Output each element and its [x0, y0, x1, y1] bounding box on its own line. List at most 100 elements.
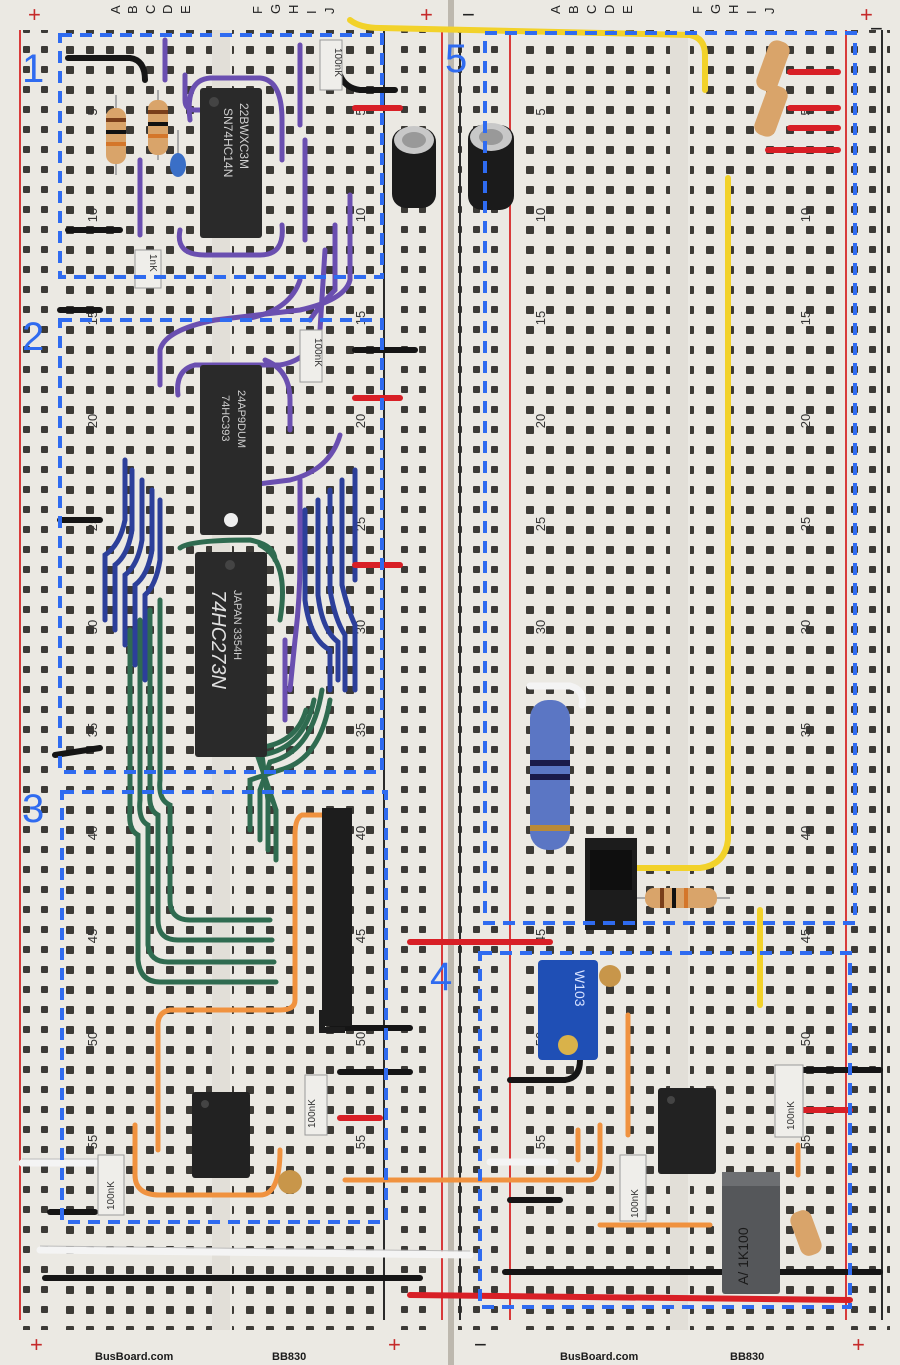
left-col-letter-f: F [250, 6, 265, 14]
resistor-1 [106, 95, 126, 175]
left-row-number-10-b: 10 [353, 208, 368, 222]
left-rail-plus-top-inner: + [420, 2, 433, 27]
left-row-number-35-b: 35 [353, 723, 368, 737]
transformer: A/ 1K100 [722, 1172, 780, 1294]
right-power-rail-left [458, 30, 511, 1330]
ic-8pin-right-dot [667, 1096, 675, 1104]
right-row-number-25-b: 25 [798, 517, 813, 531]
svg-text:1nK: 1nK [147, 254, 158, 272]
crystal-right [599, 965, 621, 987]
left-rail-plus-bottom: + [30, 1332, 43, 1357]
right-col-letter-d: D [602, 5, 617, 14]
resistor-5 [630, 888, 730, 908]
left-col-letter-e: E [178, 5, 193, 14]
left-row-number-45-a: 45 [85, 929, 100, 943]
right-col-letter-a: A [548, 5, 563, 14]
pin-header [322, 808, 352, 1026]
right-row-number-5-a: 5 [533, 108, 548, 115]
cap-100nk-6: 100nK [774, 1064, 804, 1138]
svg-text:100nK: 100nK [786, 1101, 797, 1130]
pin-header-foot [319, 1010, 345, 1033]
electrolytic-cap-left [392, 126, 436, 208]
annotation-boxes [58, 31, 857, 1309]
svg-text:100nK: 100nK [332, 48, 343, 77]
ic-8pin-left-dot [201, 1100, 209, 1108]
section-label-3: 3 [22, 787, 44, 831]
left-row-number-10-a: 10 [85, 208, 100, 222]
svg-text:W103: W103 [572, 970, 588, 1007]
cap-100nk-1: 100nK [319, 39, 343, 91]
blue-wires-left [102, 457, 163, 683]
section-label-2: 2 [22, 315, 44, 359]
right-brand-label: BusBoard.com [560, 1351, 638, 1363]
ic-u2: 24AP9DUM 74HC393 [200, 365, 262, 535]
cap-1nk: 1nK [134, 249, 162, 289]
electrolytic-cap-right [468, 123, 514, 210]
red-wires [337, 69, 853, 1303]
right-terminal-ae [520, 30, 670, 1330]
left-row-number-45-b: 45 [353, 929, 368, 943]
left-col-letter-b: B [125, 5, 140, 14]
right-row-number-20-a: 20 [533, 414, 548, 428]
left-col-letter-h: H [286, 5, 301, 14]
left-terminal-ae [62, 30, 212, 1330]
right-col-letter-j: J [762, 8, 777, 15]
left-model-label: BB830 [272, 1351, 306, 1363]
svg-text:100nK: 100nK [630, 1189, 641, 1218]
right-row-number-15-a: 15 [533, 311, 548, 325]
right-row-number-10-a: 10 [533, 208, 548, 222]
board-seam [448, 0, 454, 1365]
left-col-letter-c: C [143, 5, 158, 14]
right-row-number-25-a: 25 [533, 517, 548, 531]
left-row-number-40-b: 40 [353, 826, 368, 840]
left-row-number-50-a: 50 [85, 1032, 100, 1046]
ceramic-cap-blue [170, 130, 186, 177]
ic-8pin-right [658, 1088, 716, 1174]
crystal-left [278, 1170, 302, 1194]
left-row-number-30-a: 30 [85, 620, 100, 634]
right-row-number-30-b: 30 [798, 620, 813, 634]
left-row-number-20-b: 20 [353, 414, 368, 428]
annotation-box-3 [60, 790, 388, 1224]
right-rail-plus-top: + [860, 2, 873, 27]
annotation-box-2 [58, 318, 384, 774]
left-brand-label: BusBoard.com [95, 1351, 173, 1363]
annotation-box-1 [58, 33, 384, 279]
cap-100nk-2: 100nK [299, 329, 323, 383]
annotation-box-5 [483, 31, 857, 925]
left-row-number-5-b: 5 [353, 108, 368, 115]
left-power-rail-inner [383, 30, 443, 1330]
purple-wires [137, 37, 353, 723]
ic-u3-code: JAPAN 3354H [231, 590, 243, 660]
right-center-channel [670, 30, 688, 1330]
left-row-number-55-b: 55 [353, 1135, 368, 1149]
left-rail-plus-bottom-inner: + [388, 1332, 401, 1357]
voltage-regulator [585, 838, 637, 930]
svg-text:100nK: 100nK [307, 1099, 318, 1128]
cap-100nk-5: 100nK [619, 1154, 647, 1222]
right-row-number-55-b: 55 [798, 1135, 813, 1149]
left-row-number-55-a: 55 [85, 1135, 100, 1149]
left-col-letter-g: G [268, 4, 283, 14]
left-rail-plus-top: + [28, 2, 41, 27]
right-row-number-40-b: 40 [798, 826, 813, 840]
left-row-number-50-b: 50 [353, 1032, 368, 1046]
ic-u2-part: 74HC393 [219, 395, 231, 441]
resistor-power-blue [530, 700, 570, 850]
resistor-2 [148, 90, 168, 160]
right-rail-minus-bottom: − [474, 1332, 487, 1357]
svg-text:100nK: 100nK [106, 1181, 117, 1210]
right-col-letter-i: I [744, 10, 759, 14]
right-row-number-30-a: 30 [533, 620, 548, 634]
right-row-number-15-b: 15 [798, 311, 813, 325]
trimmer-pot: W103 [538, 960, 598, 1060]
ic-u3: JAPAN 3354H 74HC273N [195, 552, 267, 757]
right-row-number-35-b: 35 [798, 723, 813, 737]
right-model-label: BB830 [730, 1351, 764, 1363]
resistor-6 [790, 1210, 822, 1256]
left-row-number-40-a: 40 [85, 826, 100, 840]
section-label-5: 5 [445, 37, 467, 81]
left-col-letter-i: I [304, 10, 319, 14]
left-row-number-35-a: 35 [85, 723, 100, 737]
